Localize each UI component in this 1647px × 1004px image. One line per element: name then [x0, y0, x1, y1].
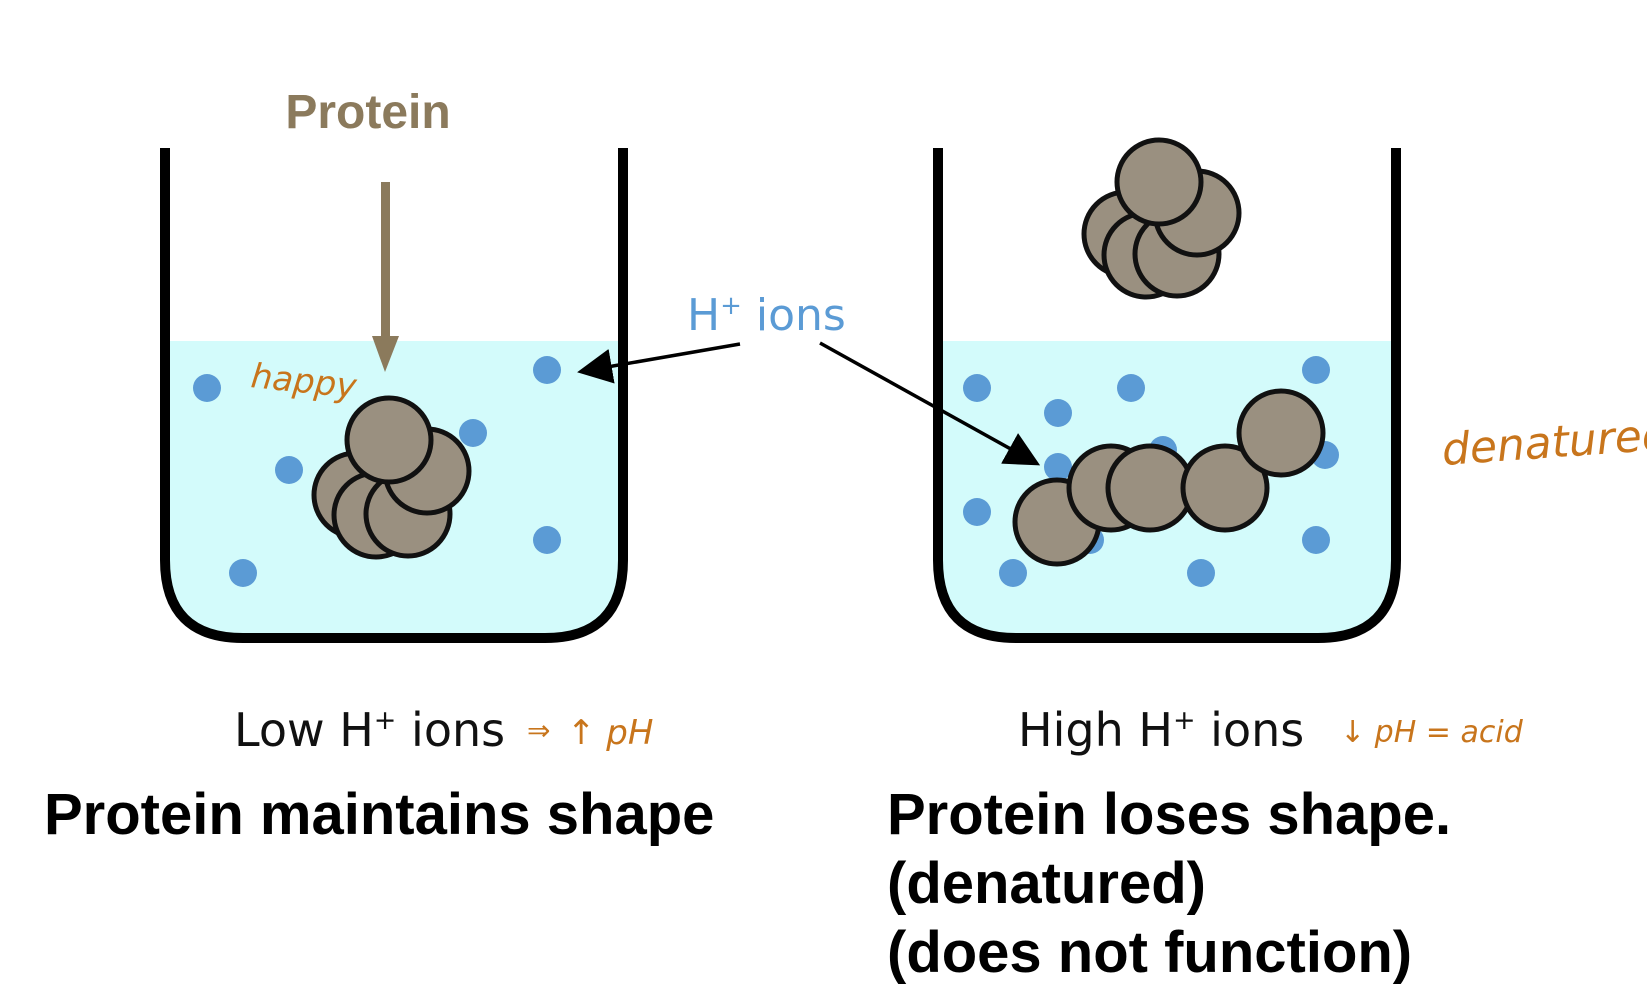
- ion-dot: [1044, 453, 1072, 481]
- right-condition-sup: +: [1173, 705, 1196, 736]
- denatured-protein-chain: [1012, 388, 1326, 567]
- ion-dot: [229, 559, 257, 587]
- h-ions-label: H+ ions: [687, 290, 846, 341]
- ion-dot: [1187, 559, 1215, 587]
- h-ions-label-h: H: [687, 290, 720, 341]
- left-annotation-ph: ↑ pH: [567, 713, 653, 753]
- protein-ball: [1236, 388, 1326, 478]
- right-caption-line-3: (does not function): [887, 920, 1412, 985]
- ion-dot: [999, 559, 1027, 587]
- right-annotation-ph: ↓ pH = acid: [1340, 715, 1524, 750]
- protein-arrow: [372, 182, 399, 372]
- ion-dot: [1302, 356, 1330, 384]
- protein-ball: [1114, 137, 1204, 227]
- right-condition-label: High H+ ions: [1018, 703, 1304, 757]
- ion-dot: [275, 456, 303, 484]
- ion-dot: [1302, 526, 1330, 554]
- h-ions-label-rest: ions: [742, 290, 846, 341]
- protein-ball: [1105, 443, 1195, 533]
- right-condition-pre: High H: [1018, 703, 1173, 757]
- left-condition-post: ions: [396, 703, 505, 757]
- denatured-note: denatured: [1440, 409, 1647, 476]
- h-ions-label-sup: +: [720, 291, 742, 321]
- ion-pointer-right: [819, 341, 1041, 466]
- ion-dot: [963, 498, 991, 526]
- right-condition-post: ions: [1196, 703, 1305, 757]
- right-caption-line-2: (denatured): [887, 851, 1206, 916]
- left-condition-label: Low H+ ions: [234, 703, 505, 757]
- left-condition-pre: Low H: [234, 703, 374, 757]
- right-caption-line-1: Protein loses shape.: [887, 782, 1451, 847]
- folded-protein: [311, 395, 472, 560]
- left-annotation-arrow: ⇒: [527, 714, 550, 747]
- ion-dot: [193, 374, 221, 402]
- left-beaker-outline: [160, 148, 628, 643]
- protein-ball: [344, 395, 434, 485]
- ion-dot: [1117, 374, 1145, 402]
- protein-ball: [1180, 443, 1270, 533]
- protein-arrow-shaft: [381, 182, 390, 342]
- left-condition-sup: +: [374, 705, 397, 736]
- left-ions: [193, 356, 561, 587]
- ion-dot: [459, 419, 487, 447]
- protein-label: Protein: [285, 86, 450, 139]
- ion-dot: [533, 526, 561, 554]
- ion-dot: [963, 374, 991, 402]
- left-caption: Protein maintains shape: [44, 782, 714, 847]
- ion-dot: [533, 356, 561, 384]
- ion-dot: [1044, 399, 1072, 427]
- protein-arrow-head: [372, 336, 399, 372]
- folded-protein-top: [1081, 137, 1242, 300]
- ion-pointer-left: [577, 342, 741, 384]
- right-beaker-outline: [933, 148, 1401, 643]
